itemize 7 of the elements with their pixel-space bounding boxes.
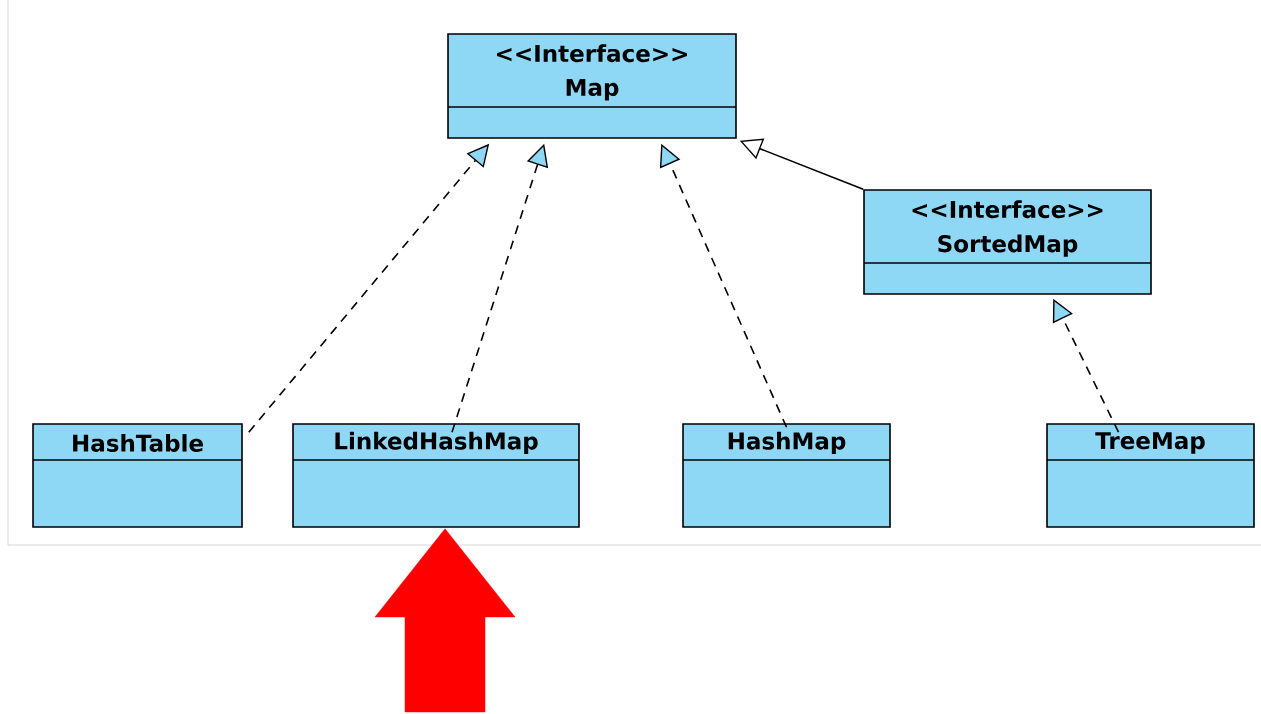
- class-box: <<Interface>> SortedMap: [863, 189, 1152, 295]
- class-box: LinkedHashMap: [292, 423, 580, 528]
- highlight-arrow: [374, 528, 516, 713]
- class-box: HashTable: [32, 423, 243, 528]
- class-box: TreeMap: [1046, 423, 1255, 528]
- class-box: HashMap: [682, 423, 891, 528]
- class-box: <<Interface>> Map: [447, 33, 737, 139]
